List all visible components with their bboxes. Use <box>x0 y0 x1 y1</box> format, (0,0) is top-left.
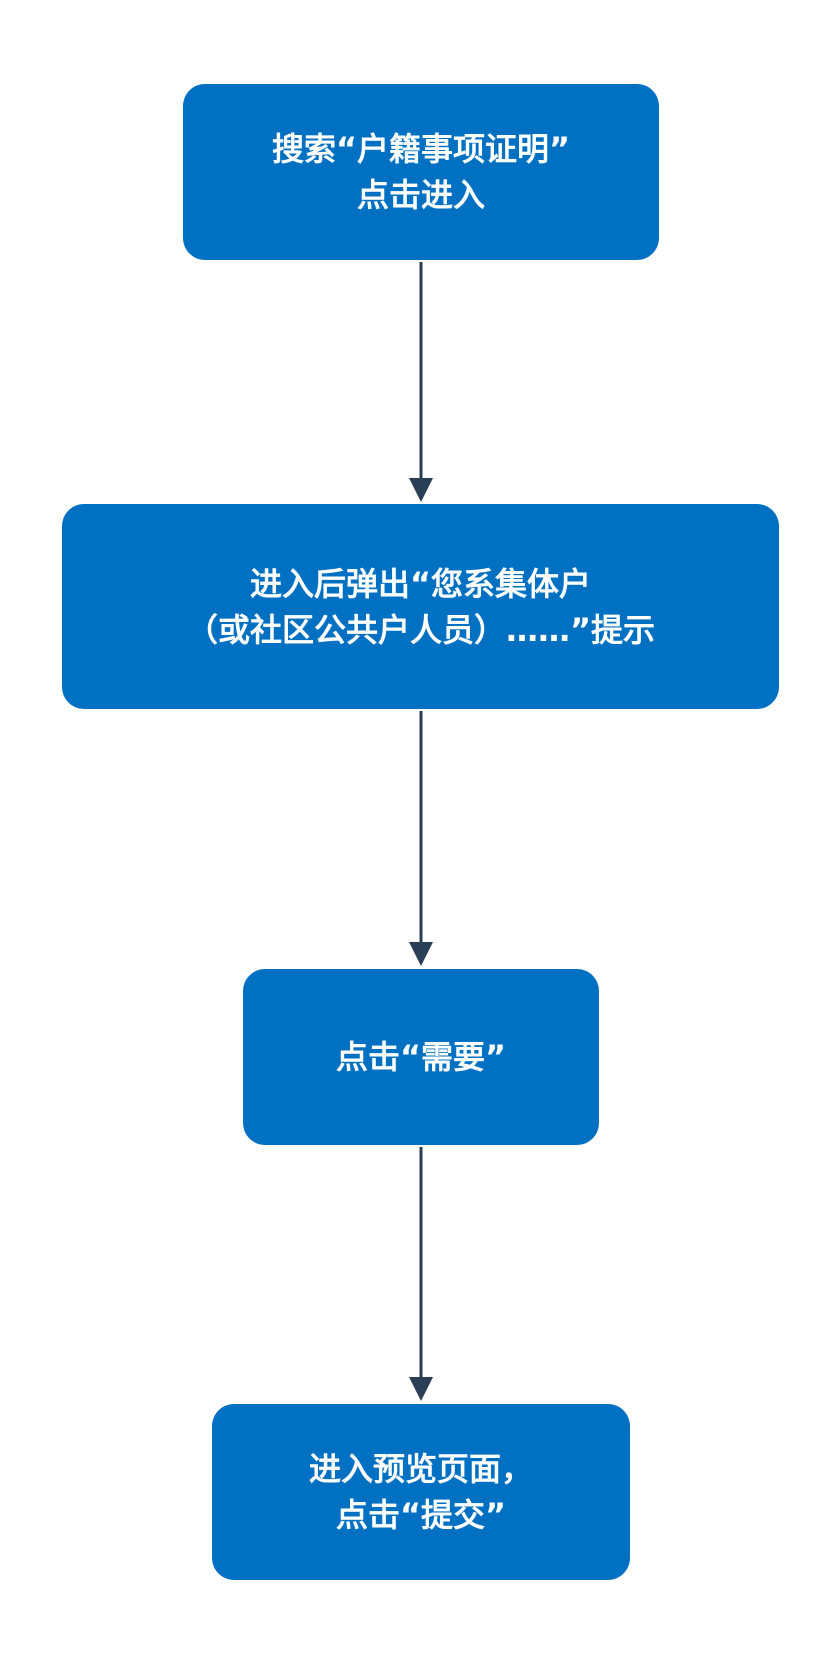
step-click-need-box: 点击“需要” <box>243 969 599 1145</box>
step-popup-line-1: 进入后弹出“您系集体户 <box>249 564 592 603</box>
step-search-line-1: 搜索“户籍事项证明” <box>271 130 571 168</box>
step-submit-line-2: 点击“提交” <box>335 1496 507 1534</box>
step-search-box: 搜索“户籍事项证明” 点击进入 <box>183 84 659 260</box>
step-popup-box: 进入后弹出“您系集体户 （或社区公共户人员）……”提示 <box>62 504 779 709</box>
step-click-need-line-1: 点击“需要” <box>335 1038 507 1076</box>
arrow-step1-to-step2 <box>409 262 433 502</box>
step-submit-line-1: 进入预览页面， <box>308 1450 533 1488</box>
arrow-step3-to-step4 <box>409 1147 433 1401</box>
step-submit-box: 进入预览页面， 点击“提交” <box>212 1404 630 1580</box>
step-popup-line-2: （或社区公共户人员）……”提示 <box>185 610 656 649</box>
arrow-step2-to-step3 <box>409 711 433 966</box>
step-search-line-2: 点击进入 <box>356 176 485 214</box>
